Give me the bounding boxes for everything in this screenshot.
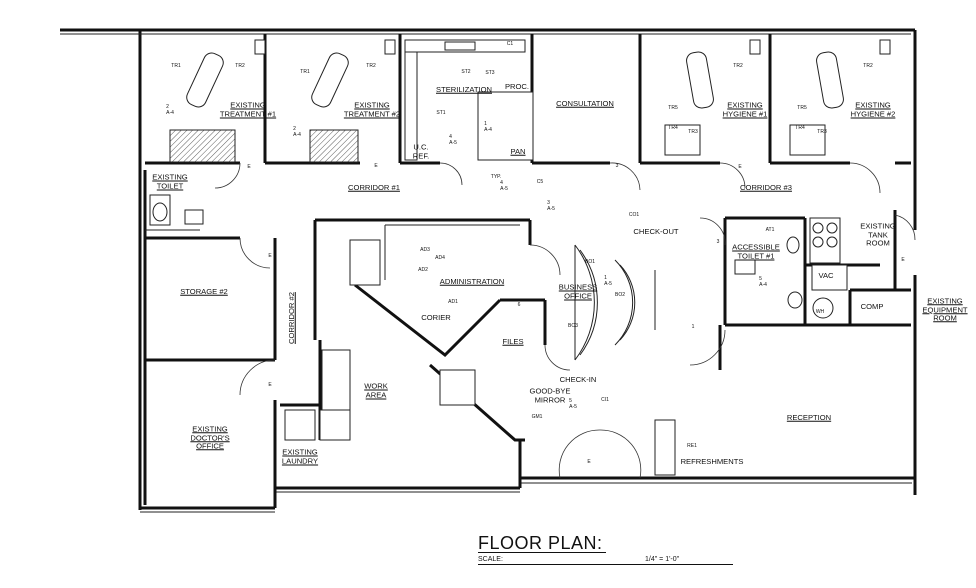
tag-tr2: TR2	[733, 63, 743, 69]
label-proc: PROC.	[504, 81, 530, 91]
title-underline	[478, 552, 606, 553]
tag-bo3: BO3	[567, 323, 579, 329]
tag-tr5: TR5	[797, 105, 807, 111]
tag-e: E	[268, 382, 272, 388]
room-files: FILES	[502, 336, 524, 346]
tag-gm1: GM1	[531, 414, 543, 420]
exterior-walls	[60, 28, 917, 513]
tag-e: E	[587, 459, 591, 465]
tag-e: E	[374, 163, 378, 169]
tag-e: E	[738, 164, 742, 170]
scale-value: 1/4" = 1'-0"	[645, 556, 680, 563]
equipment	[811, 222, 848, 319]
label-corier: CORIER	[421, 312, 451, 322]
tag-tr5: TR5	[668, 105, 678, 111]
label-comp: COMP	[860, 301, 884, 311]
tag-tr2: TR2	[863, 63, 873, 69]
tag-ci1: CI1	[601, 397, 609, 403]
label-uc-ref: U.C.REF.	[412, 142, 430, 160]
drawing-title: FLOOR PLAN:	[478, 533, 603, 553]
label-pan: PAN	[510, 146, 526, 156]
tag-ad4: AD4	[435, 255, 445, 261]
scale-underline	[478, 564, 733, 565]
tag-typ: TYP.	[490, 174, 502, 180]
room-corridor-1: CORRIDOR #1	[348, 182, 400, 192]
tag-ad2: AD2	[418, 267, 428, 273]
scale-label: SCALE:	[478, 556, 503, 563]
tag-ad1: AD1	[448, 299, 458, 305]
tag-n6: 6	[517, 302, 521, 308]
tag-n3: 3	[716, 239, 720, 245]
label-check-in: CHECK-IN	[559, 374, 597, 384]
room-corridor-3: CORRIDOR #3	[740, 182, 792, 192]
tag-c1: C1	[506, 41, 514, 47]
tag-e: E	[901, 257, 905, 263]
tag-c5: C5	[536, 179, 544, 185]
tag-st1: ST1	[436, 110, 446, 116]
tag-tr1: TR1	[171, 63, 181, 69]
room-corridor-2: CORRIDOR #2	[286, 292, 296, 344]
work-area-counters	[319, 239, 676, 476]
room-consultation: CONSULTATION	[556, 98, 614, 108]
tag-tr3: TR3	[817, 129, 827, 135]
doors	[214, 162, 916, 479]
tag-at1: AT1	[765, 227, 775, 233]
tag-st2: ST2	[461, 69, 471, 75]
sterilization-counters	[404, 39, 534, 161]
tag-tr4: TR4	[668, 125, 678, 131]
tag-tr1: TR1	[300, 69, 310, 75]
room-storage-2: STORAGE #2	[180, 286, 228, 296]
tag-st3: ST3	[485, 70, 495, 76]
tag-tr4: TR4	[795, 125, 805, 131]
tag-e: E	[268, 253, 272, 259]
room-reception: RECEPTION	[786, 412, 832, 422]
tag-wh: WH	[815, 309, 825, 315]
tag-bo2: BO2	[614, 292, 626, 298]
tag-ad3: AD3	[420, 247, 430, 253]
tag-re1: RE1	[687, 443, 697, 449]
label-refreshments: REFRESHMENTS	[680, 456, 744, 466]
tag-tr2: TR2	[235, 63, 245, 69]
tag-n3: 3	[615, 163, 619, 169]
label-vac: VAC	[818, 270, 834, 280]
room-administration: ADMINISTRATION	[439, 276, 505, 286]
room-sterilization: STERILIZATION	[436, 84, 492, 94]
dental-chairs	[169, 39, 891, 163]
reception-desk	[574, 244, 636, 361]
label-check-out: CHECK-OUT	[633, 226, 679, 236]
tag-tr2: TR2	[366, 63, 376, 69]
tag-co1: CO1	[628, 212, 640, 218]
tag-tr3: TR3	[688, 129, 698, 135]
interior-walls	[143, 34, 911, 508]
tag-e: E	[247, 164, 251, 170]
tag-n1: 1	[691, 324, 695, 330]
tag-bo1: BO1	[584, 259, 596, 265]
